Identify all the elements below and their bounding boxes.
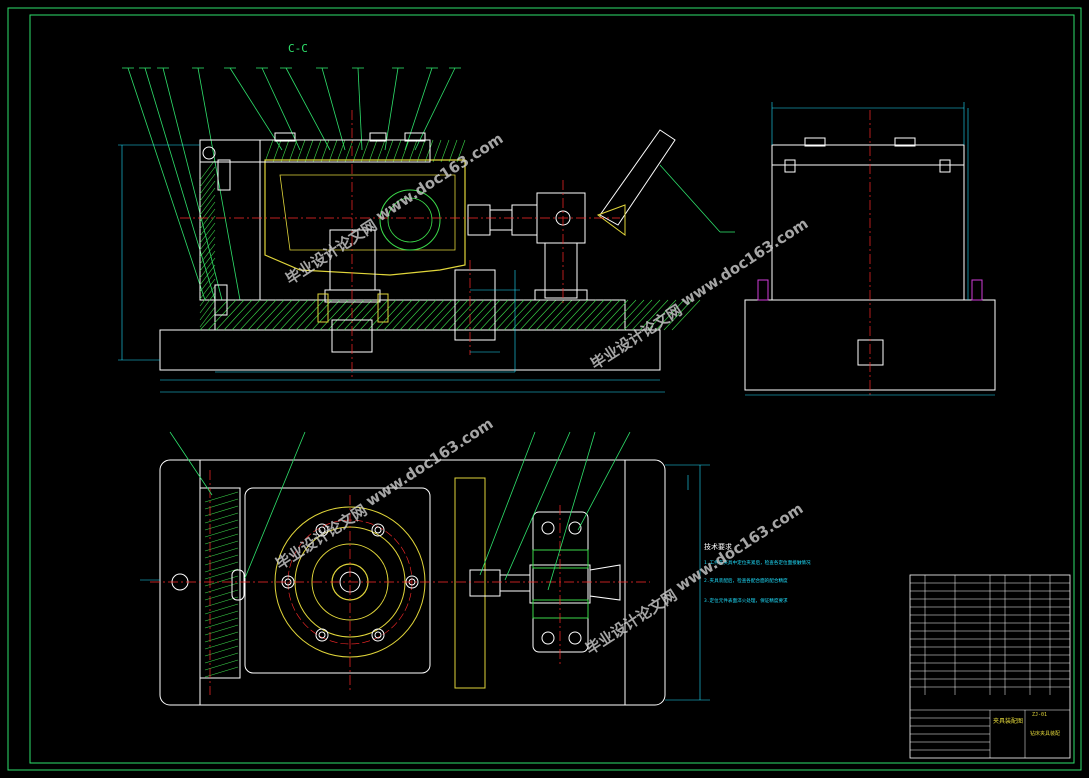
notes-title: 技术要求 xyxy=(704,542,732,551)
note-2: 2.夹具装配后，检查各配合面的配合精度 xyxy=(704,577,788,584)
svg-text:毕业设计论文网: 毕业设计论文网 xyxy=(282,216,380,288)
svg-text:毕业设计论文网: 毕业设计论文网 xyxy=(272,501,370,573)
svg-text:毕业设计论文网: 毕业设计论文网 xyxy=(587,301,685,373)
front-section-view xyxy=(118,67,735,393)
outer-border xyxy=(7,7,1082,771)
inner-border xyxy=(29,14,1075,764)
note-3: 3.定位元件表面淬火处理，保证精度要求 xyxy=(704,597,788,604)
plan-view xyxy=(140,431,710,706)
drawing-name: 夹具装配图 xyxy=(993,717,1023,725)
side-view xyxy=(744,102,996,396)
drawing-number: ZJ-01 xyxy=(1032,712,1047,718)
title-block: 夹具装配图 钻床夹具装配 ZJ-01 xyxy=(909,574,1071,759)
svg-text:www.doc163.com: www.doc163.com xyxy=(362,414,496,510)
technical-notes: 技术要求 1.工件在夹具中定位夹紧后，检查各定位面接触情况 2.夹具装配后，检查… xyxy=(704,542,811,604)
section-label: C-C xyxy=(288,42,308,55)
note-1: 1.工件在夹具中定位夹紧后，检查各定位面接触情况 xyxy=(704,559,811,566)
assembly-name: 钻床夹具装配 xyxy=(1030,730,1060,737)
svg-text:www.doc163.com: www.doc163.com xyxy=(677,214,811,310)
